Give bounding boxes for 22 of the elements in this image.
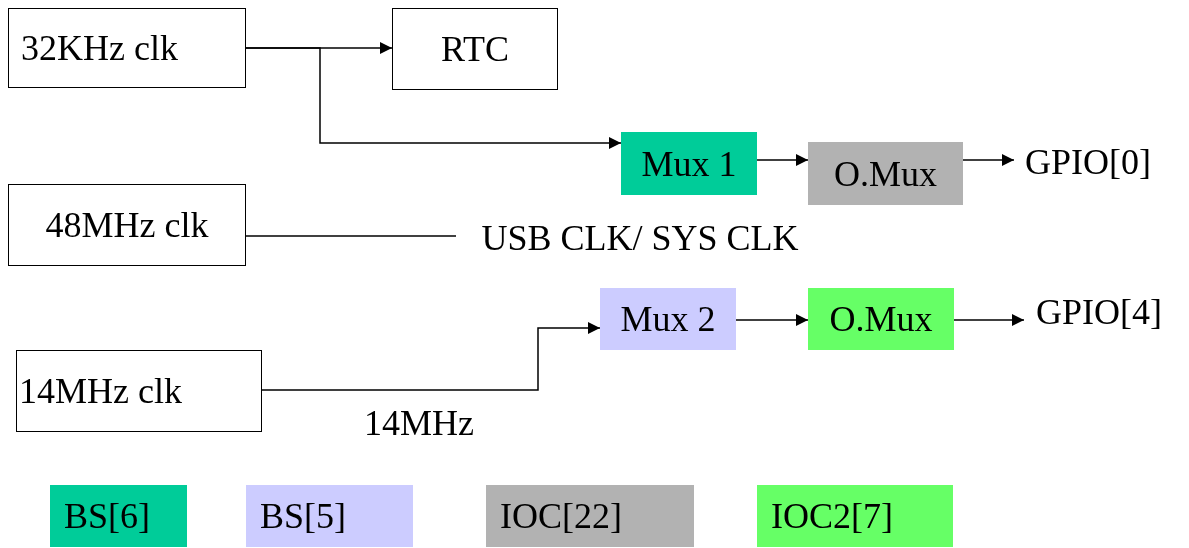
mux-block: O.Mux <box>808 288 954 350</box>
legend-item: BS[5] <box>246 485 413 547</box>
arrow <box>962 154 1015 166</box>
signal-label: GPIO[0] <box>1008 140 1168 184</box>
arrow <box>756 154 809 166</box>
clock-box: 48MHz clk <box>8 184 246 266</box>
arrow <box>261 322 601 391</box>
signal-label: USB CLK/ SYS CLK <box>450 216 830 260</box>
mux-block: Mux 1 <box>621 132 757 195</box>
legend-item: IOC2[7] <box>757 485 953 547</box>
arrow <box>953 314 1025 326</box>
arrow <box>735 314 809 326</box>
clock-box: RTC <box>392 8 558 90</box>
clock-box: 14MHz clk <box>16 350 262 432</box>
arrow <box>245 47 622 149</box>
mux-block: O.Mux <box>808 142 963 205</box>
clock-box: 32KHz clk <box>8 8 246 88</box>
signal-label: GPIO[4] <box>1018 290 1180 334</box>
mux-block: Mux 2 <box>600 288 736 350</box>
legend-item: IOC[22] <box>486 485 694 547</box>
legend-item: BS[6] <box>50 485 187 547</box>
edge-label: 14MHz <box>364 402 474 444</box>
